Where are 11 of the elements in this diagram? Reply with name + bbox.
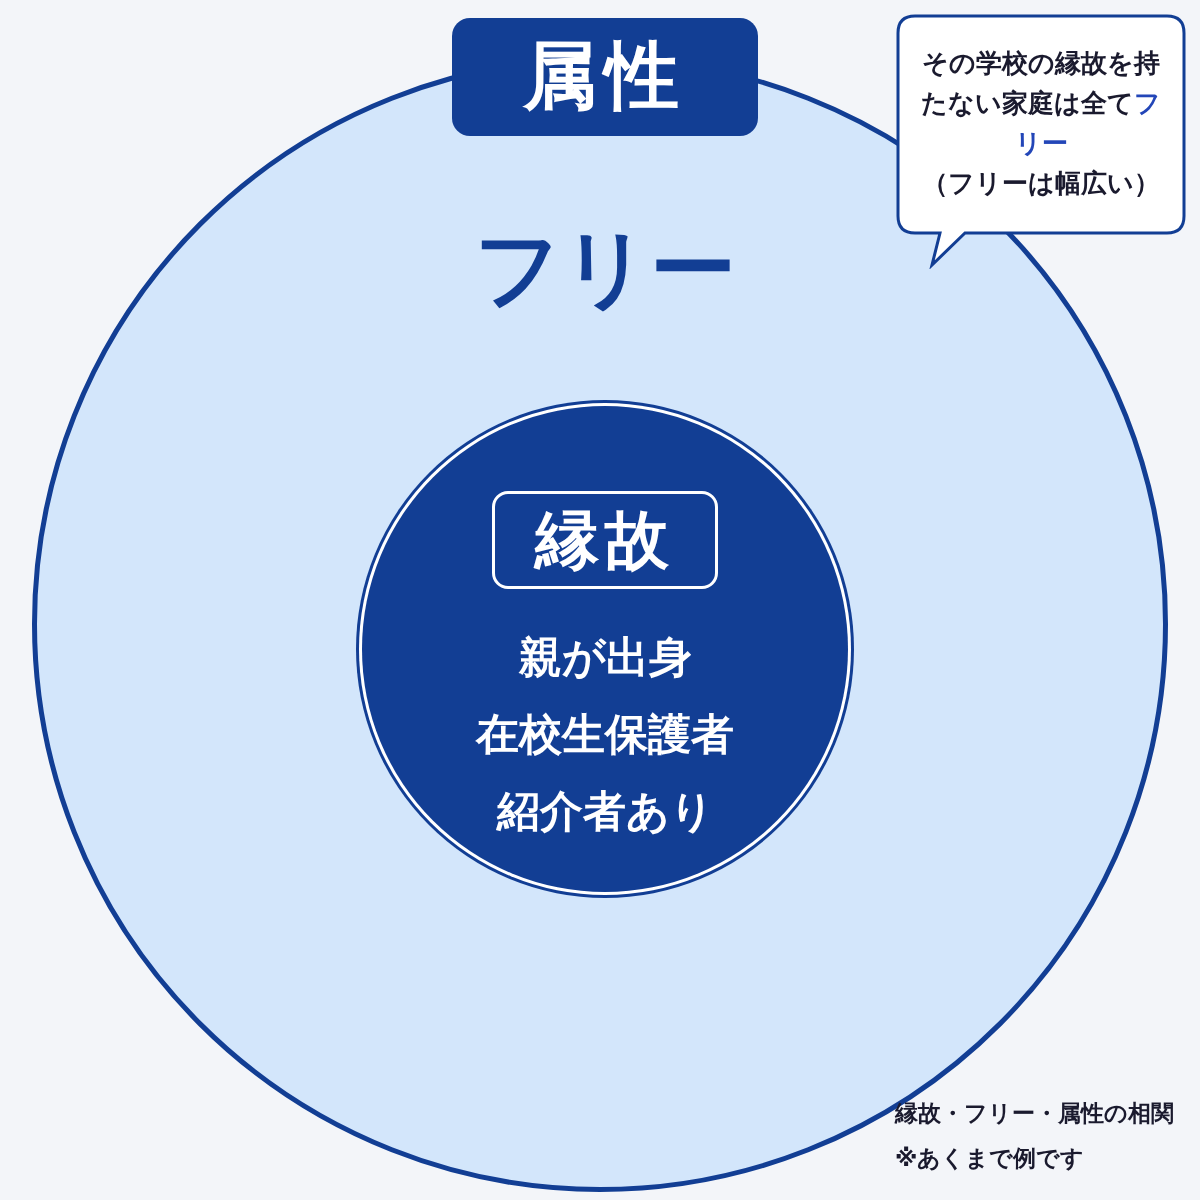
bubble-text: その学校の縁故を持たない家庭は全てフリー bbox=[920, 47, 1162, 160]
heading-badge: 属性 bbox=[452, 18, 758, 136]
list-text: 親が出身 bbox=[517, 631, 693, 684]
note-text: ※あくまで例です bbox=[895, 1144, 1085, 1173]
list-text: 在校生保護者 bbox=[474, 708, 735, 761]
caption-text: 縁故・フリー・属性の相関 bbox=[895, 1099, 1174, 1128]
heading-badge: 縁故 bbox=[492, 491, 718, 589]
speech-bubble-tooltip bbox=[895, 13, 1187, 269]
title-text: フリー bbox=[473, 216, 737, 320]
bubble-text: （フリーは幅広い） bbox=[921, 167, 1161, 200]
list-text: 紹介者あり bbox=[495, 785, 715, 838]
